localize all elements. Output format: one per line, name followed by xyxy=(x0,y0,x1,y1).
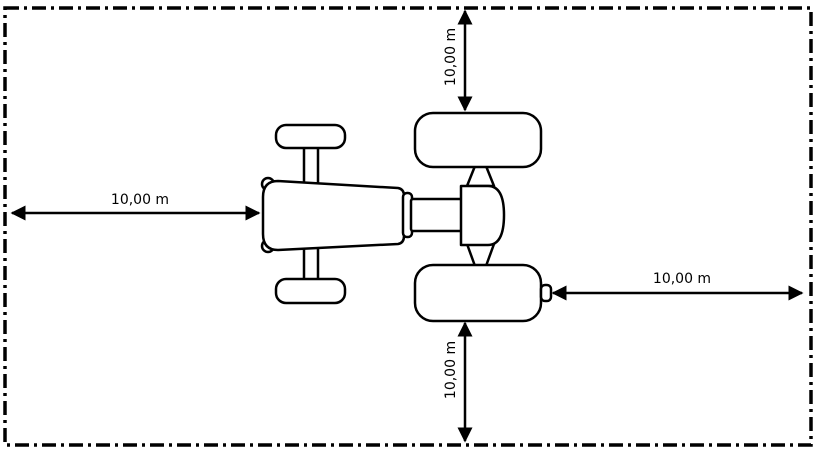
rear-wheel-upper xyxy=(413,111,543,169)
bottom-dimension-label: 10,00 m xyxy=(443,341,459,399)
dimension-lines xyxy=(10,9,804,443)
left-dimension-label: 10,00 m xyxy=(111,192,169,208)
rear-axle-upper xyxy=(465,164,496,188)
top-dimension-label: 10,00 m xyxy=(443,28,459,86)
right-dimension-label: 10,00 m xyxy=(653,271,711,287)
drive-shaft xyxy=(409,197,465,233)
rear-axle-lower xyxy=(465,242,496,268)
tractor-hood xyxy=(261,179,406,252)
front-wheel-lower xyxy=(274,277,347,305)
rear-hub xyxy=(539,283,553,303)
tractor-top-view xyxy=(260,111,553,323)
front-wheel-upper xyxy=(274,123,347,150)
rear-wheel-lower xyxy=(413,263,543,323)
tractor-cabin xyxy=(459,184,506,247)
